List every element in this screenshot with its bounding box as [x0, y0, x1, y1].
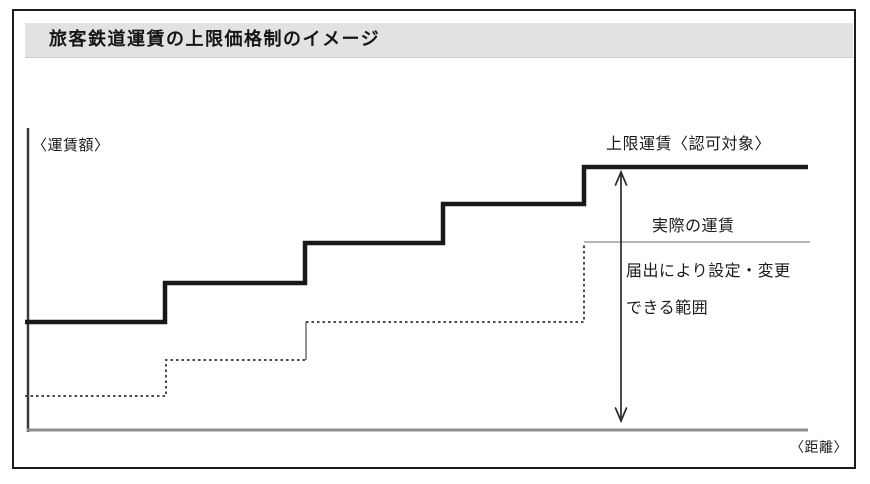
axes-group — [26, 128, 808, 432]
notification-range-note-line2: できる範囲 — [626, 298, 709, 317]
x-axis-label: 〈距離〉 — [790, 440, 848, 456]
upper-limit-line-group — [25, 164, 808, 325]
page-title: 旅客鉄道運賃の上限価格制のイメージ — [49, 29, 381, 50]
upper-limit-fare-label: 上限運賃〈認可対象〉 — [606, 134, 772, 153]
notification-range-note-line1: 届出により設定・変更 — [626, 261, 791, 280]
actual-fare-label: 実際の運賃 — [652, 216, 735, 235]
y-axis-label: 〈運賃額〉 — [32, 136, 110, 154]
outer-border — [12, 9, 856, 469]
title-bar: 旅客鉄道運賃の上限価格制のイメージ — [25, 23, 853, 58]
notification-range-note: 届出により設定・変更 できる範囲 — [626, 252, 791, 326]
range-arrow-group — [614, 169, 628, 424]
